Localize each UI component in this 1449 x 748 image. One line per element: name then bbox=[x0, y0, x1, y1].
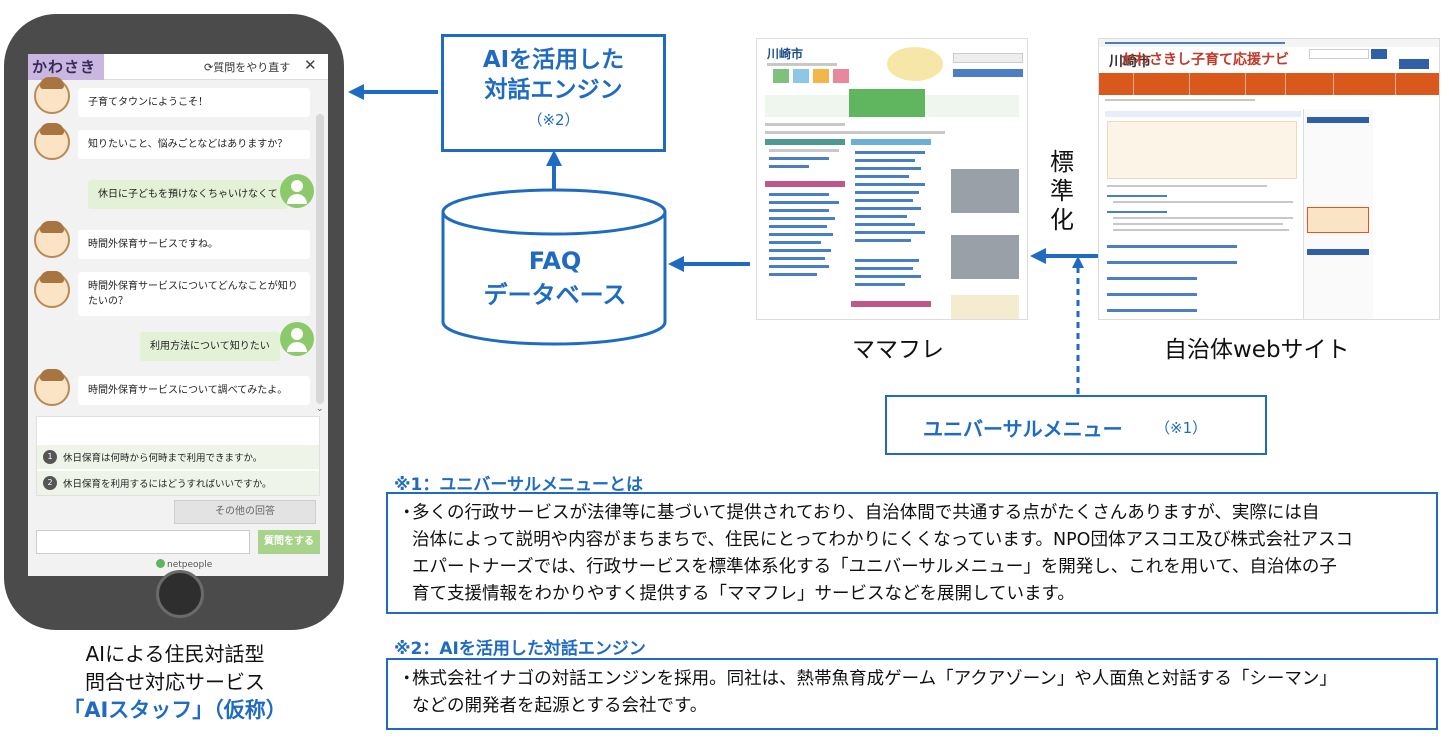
bot-avatar bbox=[34, 271, 70, 308]
standardization-char: 化 bbox=[1050, 206, 1074, 234]
other-answers-button[interactable]: その他の回答 bbox=[174, 500, 316, 524]
mamafure-logo: 川崎市 bbox=[767, 47, 804, 61]
note1-line: 治体によって説明や内容がまちまちで、住民にとってわかりにくくなっています。NPO… bbox=[412, 530, 1353, 550]
bot-message: 時間外保育サービスについてどんなことが知りたいの？ bbox=[78, 272, 310, 316]
user-message: 休日に子どもを預けなくちゃいけなくて bbox=[88, 180, 288, 209]
note1-text: 多くの行政サービスが法律等に基づいて提供されており、自治体間で共通する点がたくさ… bbox=[412, 503, 1320, 523]
note1-box: ・多くの行政サービスが法律等に基づいて提供されており、自治体間で共通する点がたく… bbox=[386, 492, 1438, 614]
send-question-button[interactable]: 質問をする bbox=[258, 530, 320, 554]
caption-line: 問合せ対応サービス bbox=[85, 670, 265, 694]
city-site-logo: 川崎市 bbox=[1109, 54, 1151, 70]
vendor-name: netpeople bbox=[167, 560, 213, 570]
suggestion-number: 1 bbox=[43, 450, 57, 464]
standardization-label: 標 準 化 bbox=[1048, 148, 1076, 235]
chat-screen: かわさき ⟳質問をやり直す ✕ 子育てタウンにようこそ！ 知りたいこと、悩みごと… bbox=[28, 54, 328, 576]
universal-menu-title: ユニバーサルメニュー bbox=[923, 417, 1123, 441]
suggestion-number: 2 bbox=[43, 476, 57, 490]
vendor-logo: netpeople bbox=[156, 559, 212, 570]
chat-scrollbar[interactable] bbox=[316, 114, 324, 404]
bot-message: 知りたいこと、悩みごとなどはありますか？ bbox=[78, 130, 310, 159]
faq-label-line1: FAQ bbox=[528, 247, 582, 275]
suggestion-text: 休日保育を利用するにはどうすればいいですか。 bbox=[63, 479, 272, 490]
note2-heading: ※2：AIを活用した対話エンジン bbox=[394, 639, 646, 659]
caption-line: AIによる住民対話型 bbox=[85, 642, 265, 666]
chat-app-name: かわさき bbox=[28, 54, 104, 80]
suggestion-panel: 1 休日保育は何時から何時まで利用できますか。 2 休日保育を利用するにはどうす… bbox=[36, 416, 320, 496]
note1-heading: ※1：ユニバーサルメニューとは bbox=[394, 475, 644, 495]
suggestion-text: 休日保育は何時から何時まで利用できますか。 bbox=[63, 453, 263, 464]
note2-text: 株式会社イナゴの対話エンジンを採用。同社は、熱帯魚育成ゲーム「アクアゾーン」や人… bbox=[412, 669, 1337, 689]
reset-question-button[interactable]: ⟳質問をやり直す bbox=[204, 61, 291, 74]
service-name: 「AIスタッフ」（仮称） bbox=[63, 698, 287, 722]
note2-line: ・株式会社イナゴの対話エンジンを採用。同社は、熱帯魚育成ゲーム「アクアゾーン」や… bbox=[398, 666, 1428, 693]
mamafure-nav-active bbox=[849, 89, 925, 117]
city-site-banner-text: かわさきし子育て応援ナビ bbox=[1121, 52, 1289, 68]
mamafure-screenshot: 川崎市 bbox=[756, 38, 1028, 320]
faq-database-label: FAQ データベース bbox=[441, 244, 669, 312]
faq-label-line2: データベース bbox=[483, 281, 627, 309]
city-website-label: 自治体webサイト bbox=[1164, 337, 1350, 363]
note1-line: 育て支援情報をわかりやすく提供する「ママフレ」サービスなどを展開しています。 bbox=[412, 584, 1075, 604]
note2-line: などの開発者を起源とする会社です。 bbox=[412, 696, 708, 716]
user-message: 利用方法について知りたい bbox=[140, 332, 280, 361]
bullet: ・ bbox=[398, 503, 416, 523]
note2-box: ・株式会社イナゴの対話エンジンを採用。同社は、熱帯魚育成ゲーム「アクアゾーン」や… bbox=[386, 658, 1438, 730]
home-button bbox=[156, 570, 204, 618]
bot-avatar bbox=[34, 123, 70, 160]
note1-line: ・多くの行政サービスが法律等に基づいて提供されており、自治体間で共通する点がたく… bbox=[398, 500, 1428, 527]
question-input[interactable] bbox=[36, 530, 250, 554]
city-site-nav bbox=[1099, 73, 1439, 95]
close-icon[interactable]: ✕ bbox=[304, 56, 317, 74]
chevron-down-icon[interactable]: ⌄ bbox=[316, 404, 324, 414]
standardization-char: 標 bbox=[1050, 148, 1074, 176]
bot-avatar bbox=[34, 369, 70, 406]
engine-title-line1: AIを活用した bbox=[482, 47, 625, 73]
bot-message: 時間外保育サービスですね。 bbox=[78, 230, 310, 259]
universal-menu-note: （※1） bbox=[1155, 419, 1208, 437]
smartphone-mockup: かわさき ⟳質問をやり直す ✕ 子育てタウンにようこそ！ 知りたいこと、悩みごと… bbox=[4, 14, 344, 630]
mamafure-label: ママフレ bbox=[852, 337, 944, 363]
suggestion-item[interactable]: 2 休日保育を利用するにはどうすればいいですか。 bbox=[37, 471, 319, 495]
city-website-screenshot: 川崎市 かわさきし子育て応援ナビ bbox=[1098, 38, 1440, 320]
user-avatar bbox=[280, 174, 314, 208]
dialog-engine-box: AIを活用した 対話エンジン （※2） bbox=[441, 34, 666, 152]
city-site-banner bbox=[1107, 121, 1297, 179]
engine-note: （※2） bbox=[527, 111, 580, 129]
user-avatar bbox=[280, 322, 314, 356]
engine-title-line2: 対話エンジン bbox=[484, 77, 623, 103]
vendor-logo-icon bbox=[156, 559, 165, 568]
note1-line: エパートナーズでは、行政サービスを標準体系化する「ユニバーサルメニュー」を開発し… bbox=[412, 557, 1337, 577]
bot-message: 子育てタウンにようこそ！ bbox=[78, 88, 310, 117]
standardization-char: 準 bbox=[1050, 177, 1074, 205]
chat-header: かわさき ⟳質問をやり直す ✕ bbox=[28, 54, 328, 80]
bot-avatar bbox=[34, 221, 70, 258]
phone-caption: AIによる住民対話型 問合せ対応サービス 「AIスタッフ」（仮称） bbox=[0, 640, 350, 724]
universal-menu-box: ユニバーサルメニュー （※1） bbox=[885, 395, 1267, 455]
bot-avatar bbox=[34, 77, 70, 114]
bot-message: 時間外保育サービスについて調べてみたよ。 bbox=[78, 376, 310, 405]
suggestion-item[interactable]: 1 休日保育は何時から何時まで利用できますか。 bbox=[37, 445, 319, 469]
bullet: ・ bbox=[398, 669, 416, 689]
